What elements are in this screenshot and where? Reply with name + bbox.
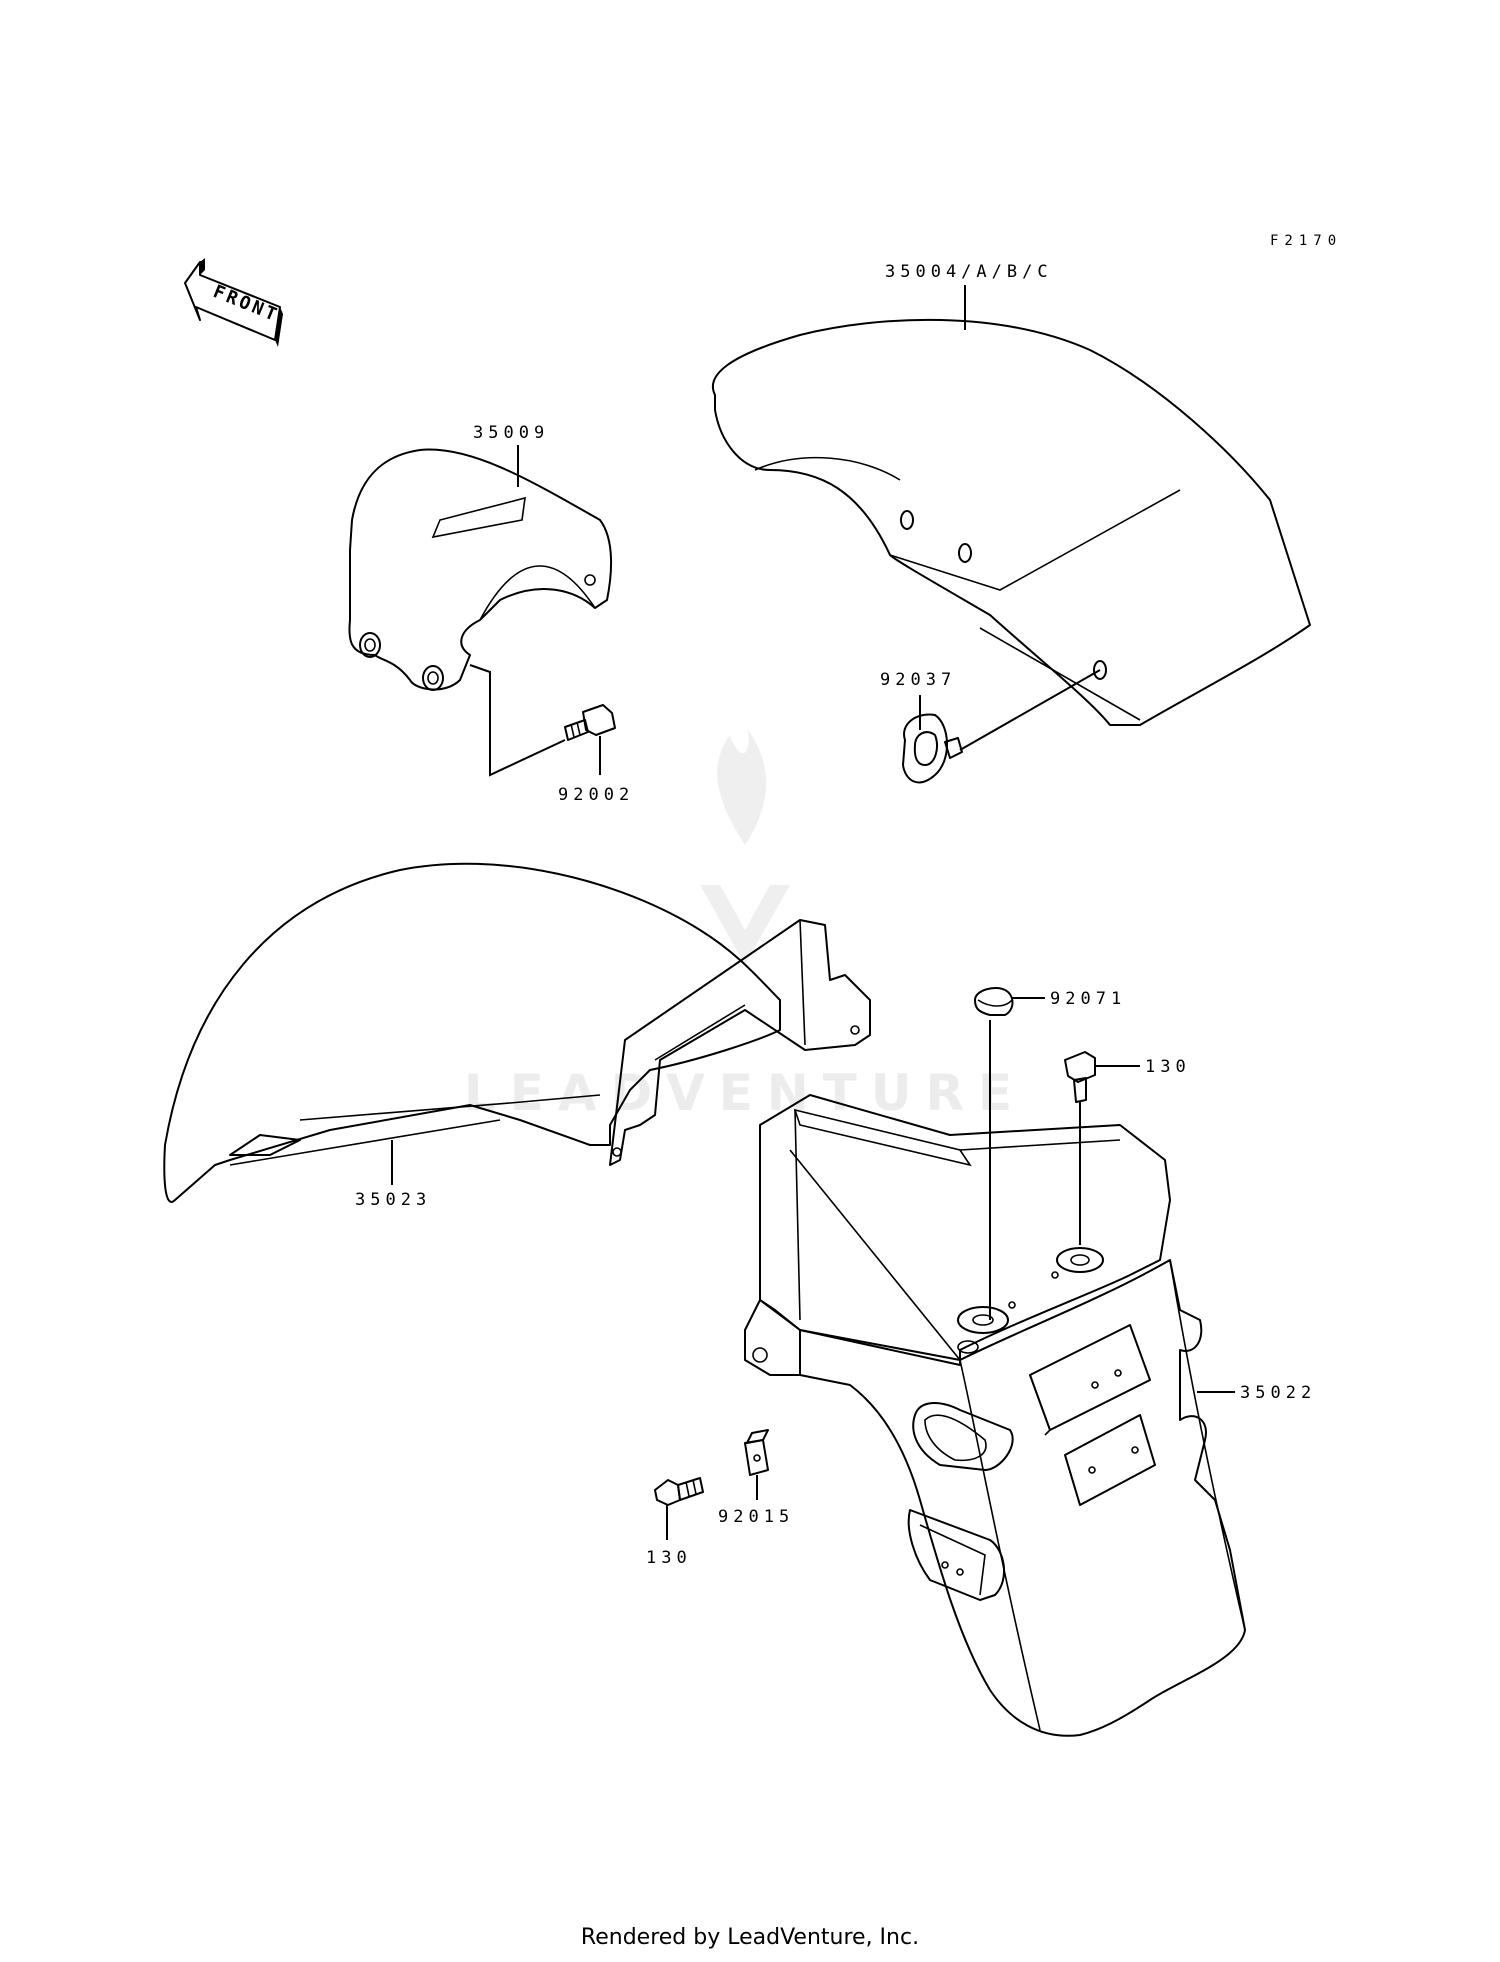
label-35022: 35022 (1240, 1383, 1316, 1403)
footer-credit: Rendered by LeadVenture, Inc. (580, 1925, 920, 1950)
part-35004-front-fender[interactable] (711, 318, 1311, 726)
front-arrow-icon: FRONT (184, 258, 283, 347)
bolt-130-top-icon[interactable] (1064, 1051, 1096, 1103)
part-35009-cover[interactable] (348, 448, 613, 691)
bolt-92002-icon[interactable] (564, 704, 616, 741)
assembly-line-92002 (469, 664, 566, 777)
bolt-130-bottom-icon[interactable] (654, 1477, 704, 1506)
label-92015: 92015 (718, 1507, 794, 1527)
grommet-92037-icon[interactable] (902, 713, 963, 784)
label-130-top: 130 (1145, 1057, 1191, 1077)
leadventure-watermark: LEADVENTURE (464, 730, 1026, 1122)
label-92071: 92071 (1050, 989, 1126, 1009)
diagram-code: F2170 (1270, 233, 1342, 249)
label-92037: 92037 (880, 670, 956, 690)
label-92002: 92002 (558, 785, 634, 805)
label-35023: 35023 (355, 1190, 431, 1210)
part-35023-inner-fender[interactable] (163, 862, 871, 1203)
assembly-line-92037 (959, 669, 1101, 751)
clip-nut-92015-icon[interactable] (744, 1429, 769, 1476)
label-130-bottom: 130 (646, 1548, 692, 1568)
front-arrow-label: FRONT (210, 281, 282, 326)
watermark-text: LEADVENTURE (464, 1064, 1026, 1122)
label-35009: 35009 (473, 423, 549, 443)
label-35004: 35004/A/B/C (885, 262, 1053, 282)
grommet-92071-icon[interactable] (974, 987, 1014, 1016)
part-35022-rear-fender[interactable] (744, 1094, 1246, 1737)
